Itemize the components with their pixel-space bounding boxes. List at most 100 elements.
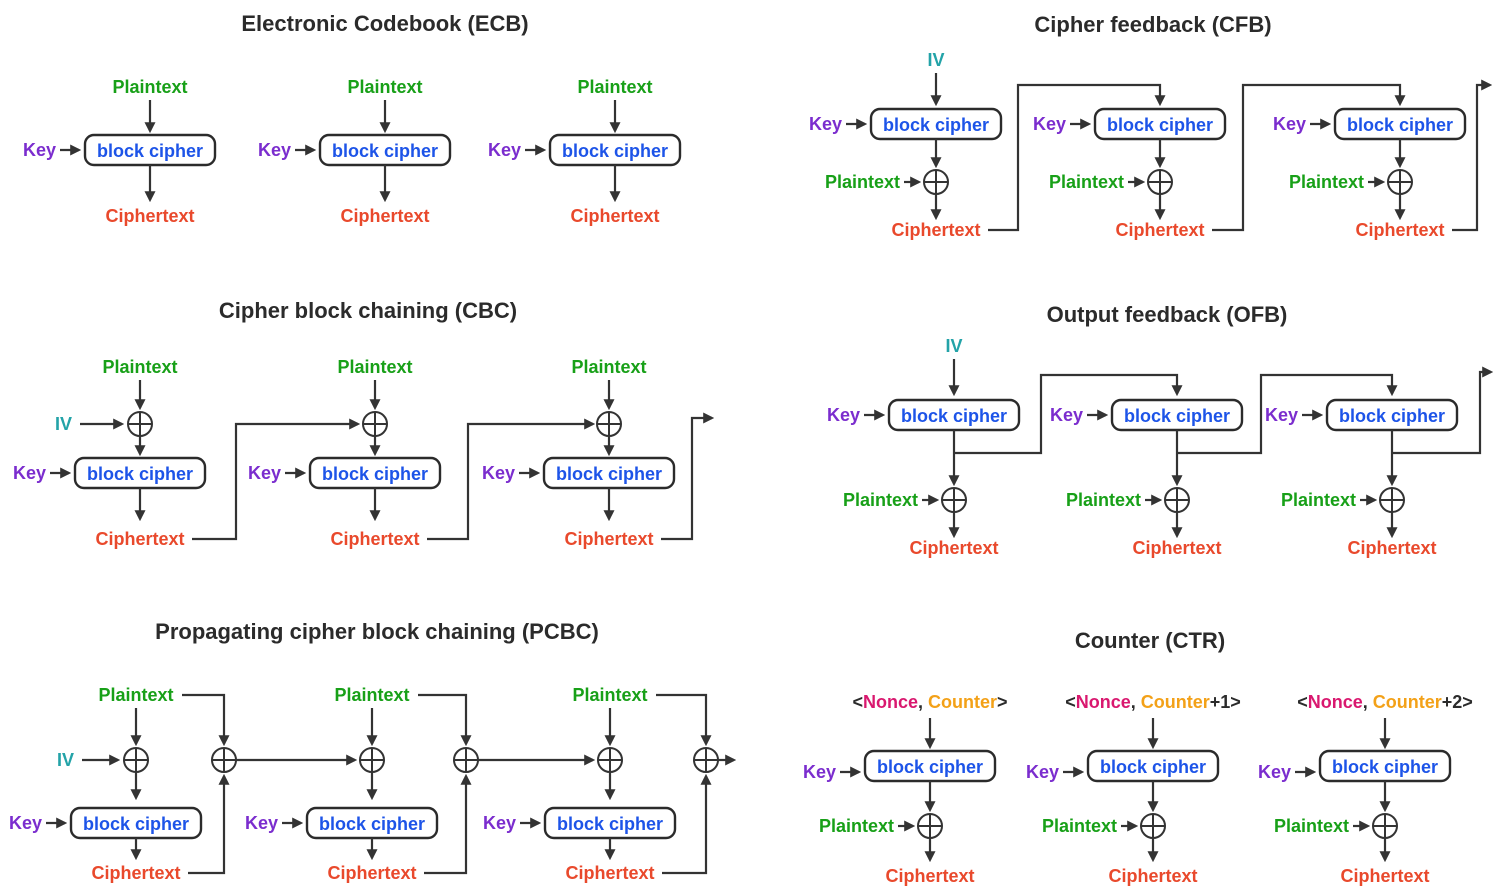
xor-gate xyxy=(1147,169,1173,195)
block-cipher-label: block cipher xyxy=(562,141,668,161)
xor-gate xyxy=(1372,813,1398,839)
block-cipher-box: block cipher xyxy=(1093,107,1227,141)
cbc-unit-3: Plaintext Key block cipher Ciphertext xyxy=(482,357,676,549)
block-cipher-box: block cipher xyxy=(83,133,217,167)
plaintext-branch-2 xyxy=(418,693,472,747)
xor-gate xyxy=(923,169,949,195)
ofb-title: Output feedback (OFB) xyxy=(1047,302,1288,327)
key-label: Key xyxy=(1265,405,1298,425)
plaintext-label: Plaintext xyxy=(571,357,646,377)
block-cipher-label: block cipher xyxy=(1107,115,1213,135)
ciphertext-label: Ciphertext xyxy=(1340,866,1429,886)
panel-pcbc: Propagating cipher block chaining (PCBC)… xyxy=(9,619,737,883)
key-label: Key xyxy=(803,762,836,782)
ciphertext-label: Ciphertext xyxy=(340,206,429,226)
block-cipher-box: block cipher xyxy=(73,456,207,490)
ecb-unit-1: Plaintext Key block cipher Ciphertext xyxy=(23,77,217,226)
ofb-unit-2: Key block cipher Plaintext Ciphertext xyxy=(1050,398,1244,558)
block-cipher-box: block cipher xyxy=(318,133,452,167)
ciphertext-label: Ciphertext xyxy=(564,529,653,549)
nonce-counter-label: <Nonce, Counter> xyxy=(852,692,1007,712)
xor-gate xyxy=(123,747,149,773)
block-cipher-label: block cipher xyxy=(1124,406,1230,426)
ciphertext-label: Ciphertext xyxy=(1115,220,1204,240)
ecb-unit-3: Plaintext Key block cipher Ciphertext xyxy=(488,77,682,226)
block-cipher-label: block cipher xyxy=(97,141,203,161)
plaintext-label: Plaintext xyxy=(1289,172,1364,192)
block-cipher-label: block cipher xyxy=(1347,115,1453,135)
xor-gate xyxy=(362,411,388,437)
ciphertext-label: Ciphertext xyxy=(565,863,654,883)
key-label: Key xyxy=(809,114,842,134)
block-cipher-label: block cipher xyxy=(901,406,1007,426)
xor-gate xyxy=(1140,813,1166,839)
plaintext-label: Plaintext xyxy=(98,685,173,705)
plaintext-label: Plaintext xyxy=(102,357,177,377)
pcbc-unit-2: Plaintext Key block cipher Ciphertext xyxy=(245,685,439,883)
pcbc-unit-1: Plaintext Key block cipher Ciphertext xyxy=(9,685,203,883)
key-label: Key xyxy=(248,463,281,483)
cbc-title: Cipher block chaining (CBC) xyxy=(219,298,517,323)
plaintext-branch-1 xyxy=(182,693,230,747)
block-cipher-label: block cipher xyxy=(1100,757,1206,777)
ecb-title: Electronic Codebook (ECB) xyxy=(241,11,528,36)
plaintext-label: Plaintext xyxy=(843,490,918,510)
ciphertext-label: Ciphertext xyxy=(885,866,974,886)
panel-cbc: Cipher block chaining (CBC) IV Plaintext… xyxy=(13,298,715,549)
plaintext-label: Plaintext xyxy=(334,685,409,705)
panel-ecb: Electronic Codebook (ECB) Plaintext Key … xyxy=(23,11,682,226)
key-label: Key xyxy=(1050,405,1083,425)
panel-ctr: Counter (CTR) <Nonce, Counter> Key block… xyxy=(803,628,1473,886)
ctr-unit-1: <Nonce, Counter> Key block cipher Plaint… xyxy=(803,692,1008,886)
block-cipher-label: block cipher xyxy=(332,141,438,161)
ciphertext-label: Ciphertext xyxy=(330,529,419,549)
block-cipher-box: block cipher xyxy=(1333,107,1467,141)
ciphertext-label: Ciphertext xyxy=(105,206,194,226)
ciphertext-branch-1 xyxy=(188,773,230,875)
key-label: Key xyxy=(1033,114,1066,134)
feedback-line-2 xyxy=(1212,83,1406,232)
cbc-chain-connectors xyxy=(192,412,715,541)
ciphertext-label: Ciphertext xyxy=(1355,220,1444,240)
ciphertext-label: Ciphertext xyxy=(91,863,180,883)
plaintext-label: Plaintext xyxy=(1042,816,1117,836)
block-cipher-label: block cipher xyxy=(883,115,989,135)
ofb-unit-3: Key block cipher Plaintext Ciphertext xyxy=(1265,398,1459,558)
xor-gate xyxy=(1387,169,1413,195)
ctr-unit-2: <Nonce, Counter+1> Key block cipher Plai… xyxy=(1026,692,1241,886)
cbc-unit-2: Plaintext Key block cipher Ciphertext xyxy=(248,357,442,549)
xor-gate xyxy=(127,411,153,437)
cfb-unit-3: Key block cipher Plaintext Ciphertext xyxy=(1273,107,1467,240)
block-cipher-box: block cipher xyxy=(69,806,203,840)
plaintext-label: Plaintext xyxy=(825,172,900,192)
block-cipher-box: block cipher xyxy=(542,456,676,490)
ofb-feedback-connectors xyxy=(954,366,1494,455)
key-label: Key xyxy=(23,140,56,160)
plaintext-label: Plaintext xyxy=(1066,490,1141,510)
key-label: Key xyxy=(483,813,516,833)
chain-line-1 xyxy=(192,418,361,541)
xor-gate xyxy=(359,747,385,773)
key-label: Key xyxy=(1258,762,1291,782)
pcbc-mix-xor-3 xyxy=(656,693,737,875)
ctr-title: Counter (CTR) xyxy=(1075,628,1225,653)
plaintext-branch-3 xyxy=(656,693,712,747)
cfb-unit-2: Key block cipher Plaintext Ciphertext xyxy=(1033,107,1227,240)
block-cipher-label: block cipher xyxy=(556,464,662,484)
block-cipher-label: block cipher xyxy=(1339,406,1445,426)
xor-gate xyxy=(941,487,967,513)
ciphertext-branch-3 xyxy=(662,773,712,875)
block-cipher-box: block cipher xyxy=(887,398,1021,432)
nonce-counter-label: <Nonce, Counter+1> xyxy=(1065,692,1241,712)
cfb-unit-1: IV Key block cipher Plaintext Ciphertext xyxy=(809,50,1003,240)
block-cipher-label: block cipher xyxy=(1332,757,1438,777)
pcbc-mix-xor-1 xyxy=(182,693,358,875)
plaintext-label: Plaintext xyxy=(112,77,187,97)
key-label: Key xyxy=(827,405,860,425)
block-cipher-label: block cipher xyxy=(322,464,428,484)
ciphertext-label: Ciphertext xyxy=(1132,538,1221,558)
iv-label: IV xyxy=(927,50,944,70)
ciphertext-label: Ciphertext xyxy=(570,206,659,226)
plaintext-label: Plaintext xyxy=(819,816,894,836)
